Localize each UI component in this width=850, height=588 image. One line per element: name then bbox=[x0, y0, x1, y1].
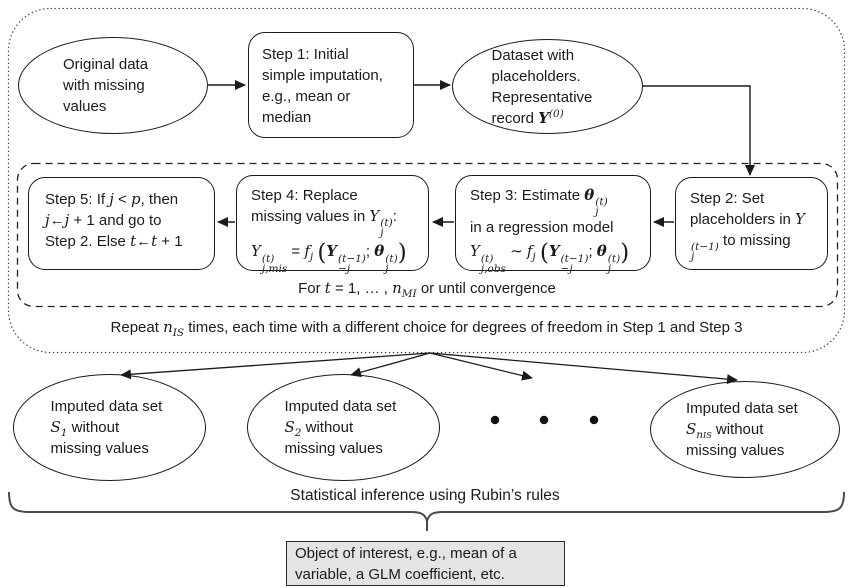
imputed-set-1-label: Imputed data set S1 without missing valu… bbox=[50, 398, 163, 457]
step3-line2: in a regression model bbox=[470, 219, 614, 237]
inner-loop-caption: For t = 1, … , nMI or until convergence bbox=[298, 279, 556, 300]
step2-label: Step 2: Set placeholders in Y(t−1)j to m… bbox=[690, 190, 805, 264]
box-step3: Step 3: Estimate θ(t)j in a regression m… bbox=[455, 175, 651, 275]
object-of-interest-box: Object of interest, e.g., mean of a vari… bbox=[286, 541, 565, 586]
arrow-dataset-to-step2 bbox=[643, 85, 755, 176]
arrow-loop-to-imputed1 bbox=[120, 352, 431, 380]
ellipse-dataset-placeholders: Dataset with placeholders. Representativ… bbox=[452, 39, 643, 134]
ellipse-imputed-set-n: Imputed data set SnIS without missing va… bbox=[650, 381, 840, 478]
imputed-set-2-label: Imputed data set S2 without missing valu… bbox=[284, 398, 397, 457]
arrow-loop-to-imputedN bbox=[429, 352, 738, 385]
rubin-rules-label: Statistical inference using Rubin’s rule… bbox=[290, 487, 560, 504]
box-step4: Step 4: Replace missing values in Y(t)j:… bbox=[236, 175, 429, 275]
box-step1: Step 1: Initial simple imputation, e.g.,… bbox=[248, 32, 414, 138]
step4-line2: missing values in Y(t)j: bbox=[251, 207, 397, 240]
imputed-set-n-label: Imputed data set SnIS without missing va… bbox=[686, 400, 798, 459]
ellipsis-dots bbox=[490, 415, 599, 425]
step3-formula: Y(t)j,obs ∼ fj (Y(t−1)−j; θ(t)j) bbox=[470, 240, 630, 275]
step1-label: Step 1: Initial simple imputation, e.g.,… bbox=[262, 46, 383, 126]
ellipse-imputed-set-1: Imputed data set S1 without missing valu… bbox=[13, 374, 206, 481]
ellipse-original-data: Original data with missing values bbox=[18, 37, 208, 134]
step5-line3: Step 2. Else t←t + 1 bbox=[45, 232, 183, 250]
inner-loop-dashed-border bbox=[16, 162, 839, 308]
dataset-label: Dataset with placeholders. Representativ… bbox=[491, 46, 593, 127]
outer-loop-dotted-border bbox=[7, 7, 846, 354]
original-data-label: Original data with missing values bbox=[63, 56, 149, 115]
arrow-loop-to-imputed2 bbox=[350, 352, 431, 378]
box-step2: Step 2: Set placeholders in Y(t−1)j to m… bbox=[675, 177, 828, 270]
object-of-interest-label: Object of interest, e.g., mean of a vari… bbox=[295, 545, 517, 583]
step3-line1: Step 3: Estimate θ(t)j bbox=[470, 186, 608, 219]
step4-line1: Step 4: Replace bbox=[251, 187, 358, 204]
box-step5: Step 5: If j < p, then j←j + 1 and go to… bbox=[28, 177, 215, 270]
step5-line2: j←j + 1 and go to bbox=[45, 211, 162, 229]
ellipse-imputed-set-2: Imputed data set S2 without missing valu… bbox=[247, 374, 440, 481]
outer-loop-caption: Repeat nIS times, each time with a diffe… bbox=[110, 318, 743, 339]
step5-line1: Step 5: If j < p, then bbox=[45, 190, 179, 208]
step4-formula: Y(t)j,mis = fj (Y(t−1)−j; θ(t)j) bbox=[251, 240, 407, 275]
arrow-loop-to-dots bbox=[429, 352, 533, 381]
